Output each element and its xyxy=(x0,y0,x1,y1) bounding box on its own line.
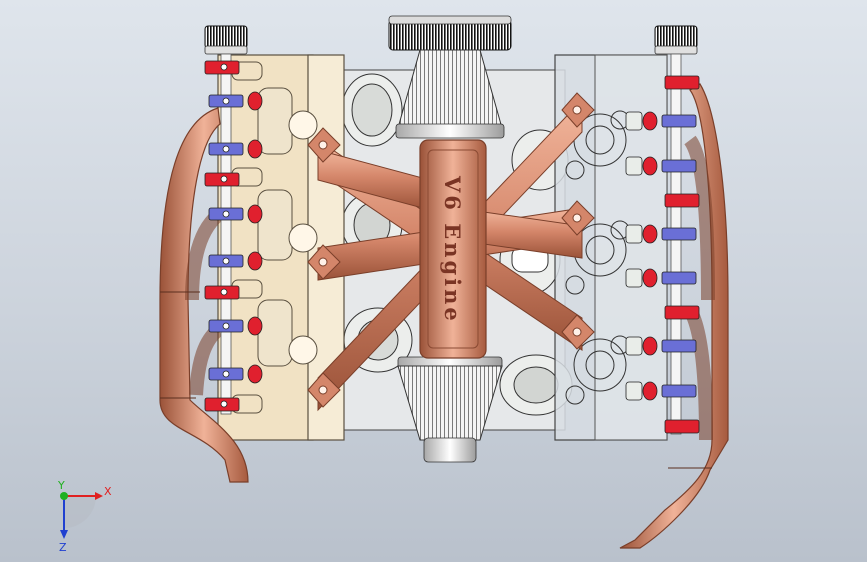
triad-x-label: X xyxy=(104,485,112,498)
left-cylinder-head[interactable] xyxy=(217,54,345,441)
intake-plenum[interactable]: V6 Engine xyxy=(419,139,487,359)
right-rockers xyxy=(625,75,700,434)
coordinate-triad-icon[interactable]: X Y Z xyxy=(57,479,112,554)
bottom-air-filter[interactable] xyxy=(397,356,503,463)
left-rockers xyxy=(204,60,263,412)
engine-label: V6 Engine xyxy=(440,175,465,324)
right-cam-sprocket[interactable] xyxy=(654,25,698,55)
left-cam-sprocket[interactable] xyxy=(204,25,248,55)
top-air-filter[interactable] xyxy=(388,15,512,139)
triad-z-label: Z xyxy=(59,541,67,554)
triad-y-label: Y xyxy=(57,479,65,492)
runner-flanges xyxy=(307,92,595,408)
camshafts xyxy=(220,53,682,435)
